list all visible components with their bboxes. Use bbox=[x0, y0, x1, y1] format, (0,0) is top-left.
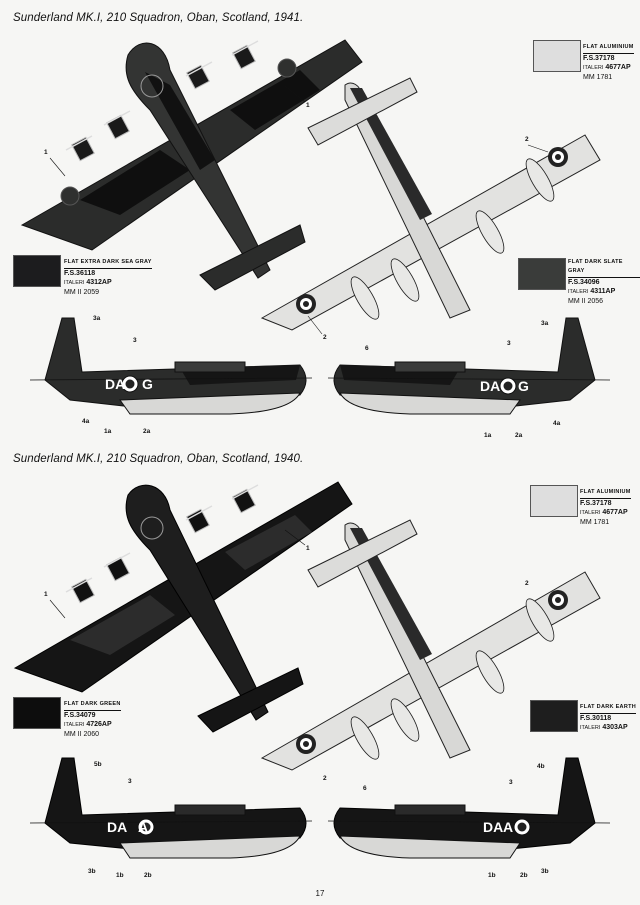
callout-2: 2 bbox=[525, 136, 529, 143]
color-swatch bbox=[13, 255, 61, 287]
callout-1a: 1a bbox=[104, 428, 112, 435]
color-legend: Flat Dark Earth F.S.30118 Italeri 4303AP bbox=[580, 702, 637, 733]
callout-1b: 1b bbox=[488, 872, 496, 879]
color-legend: Flat Aluminium F.S.37178 Italeri 4677AP … bbox=[580, 487, 631, 527]
callout-3b: 3b bbox=[541, 868, 549, 875]
code-letters: G bbox=[142, 376, 153, 392]
color-swatch bbox=[530, 485, 578, 517]
italeri-code: 4677AP bbox=[602, 509, 628, 516]
color-swatch bbox=[530, 700, 578, 732]
color-legend: Flat Aluminium F.S.37178 Italeri 4677AP … bbox=[583, 42, 634, 82]
mm-code: MM II 2056 bbox=[568, 298, 604, 305]
code-letters: G bbox=[518, 378, 529, 394]
fs-code: F.S.34079 bbox=[64, 712, 96, 719]
callout-3: 3 bbox=[133, 337, 137, 344]
callout-5b: 5b bbox=[94, 761, 102, 768]
italeri-prefix: Italeri bbox=[568, 289, 589, 295]
callout-2: 2 bbox=[323, 775, 327, 782]
code-letters: DA bbox=[105, 376, 126, 392]
italeri-code: 4726AP bbox=[86, 721, 112, 728]
callout-2: 2 bbox=[525, 580, 529, 587]
callout-4a: 4a bbox=[553, 420, 561, 427]
callout-6: 6 bbox=[365, 345, 369, 352]
mm-code: MM II 2060 bbox=[64, 731, 100, 738]
callout-4b: 4b bbox=[537, 763, 545, 770]
color-legend: Flat Extra Dark Sea Gray F.S.36118 Itale… bbox=[64, 257, 152, 297]
color-name: Flat Extra Dark Sea Gray bbox=[64, 258, 152, 269]
callout-3a: 3a bbox=[541, 320, 549, 327]
code-letters: DA bbox=[480, 378, 501, 394]
italeri-code: 4303AP bbox=[602, 724, 628, 731]
callout-2a: 2a bbox=[143, 428, 151, 435]
italeri-code: 4677AP bbox=[605, 64, 631, 71]
color-name: Flat Dark Slate Gray bbox=[568, 258, 640, 278]
fs-code: F.S.37178 bbox=[580, 500, 612, 507]
section-title: Sunderland MK.I, 210 Squadron, Oban, Sco… bbox=[13, 12, 304, 24]
code-letters: DA bbox=[107, 819, 128, 835]
color-legend: Flat Dark Slate Gray F.S.34096 Italeri 4… bbox=[568, 258, 640, 306]
italeri-prefix: Italeri bbox=[64, 280, 85, 286]
page-number: 17 bbox=[315, 889, 325, 898]
callout-3: 3 bbox=[509, 779, 513, 786]
callout-2b: 2b bbox=[520, 872, 528, 879]
callout-1: 1 bbox=[44, 149, 48, 156]
color-legend: Flat Dark Green F.S.34079 Italeri 4726AP… bbox=[64, 699, 121, 739]
code-letters: A bbox=[503, 819, 514, 835]
callout-6: 6 bbox=[363, 785, 367, 792]
callout-1a: 1a bbox=[484, 432, 492, 439]
mm-code: MM II 2059 bbox=[64, 289, 100, 296]
fs-code: F.S.30118 bbox=[580, 715, 612, 722]
color-swatch bbox=[533, 40, 581, 72]
callout-1: 1 bbox=[44, 591, 48, 598]
color-swatch bbox=[13, 697, 61, 729]
mm-code: MM 1781 bbox=[583, 74, 613, 81]
callout-2b: 2b bbox=[144, 872, 152, 879]
callout-3: 3 bbox=[507, 340, 511, 347]
callout-1: 1 bbox=[306, 102, 310, 109]
fs-code: F.S.37178 bbox=[583, 55, 615, 62]
color-swatch bbox=[518, 258, 566, 290]
fs-code: F.S.36118 bbox=[64, 270, 96, 277]
callout-2a: 2a bbox=[515, 432, 523, 439]
callout-1: 1 bbox=[306, 545, 310, 552]
italeri-prefix: Italeri bbox=[580, 725, 601, 731]
italeri-prefix: Italeri bbox=[583, 65, 604, 71]
callout-4a: 4a bbox=[82, 418, 90, 425]
code-letters: DA bbox=[483, 819, 504, 835]
code-letters: A bbox=[138, 819, 149, 835]
fs-code: F.S.34096 bbox=[568, 279, 600, 286]
callout-3b: 3b bbox=[88, 868, 96, 875]
callout-3a: 3a bbox=[93, 315, 101, 322]
italeri-code: 4311AP bbox=[590, 288, 616, 295]
callout-1b: 1b bbox=[116, 872, 124, 879]
callout-2: 2 bbox=[323, 334, 327, 341]
italeri-code: 4312AP bbox=[86, 279, 112, 286]
italeri-prefix: Italeri bbox=[580, 510, 601, 516]
section-title: Sunderland MK.I, 210 Squadron, Oban, Sco… bbox=[13, 453, 304, 465]
callout-3: 3 bbox=[128, 778, 132, 785]
mm-code: MM 1781 bbox=[580, 519, 610, 526]
italeri-prefix: Italeri bbox=[64, 722, 85, 728]
